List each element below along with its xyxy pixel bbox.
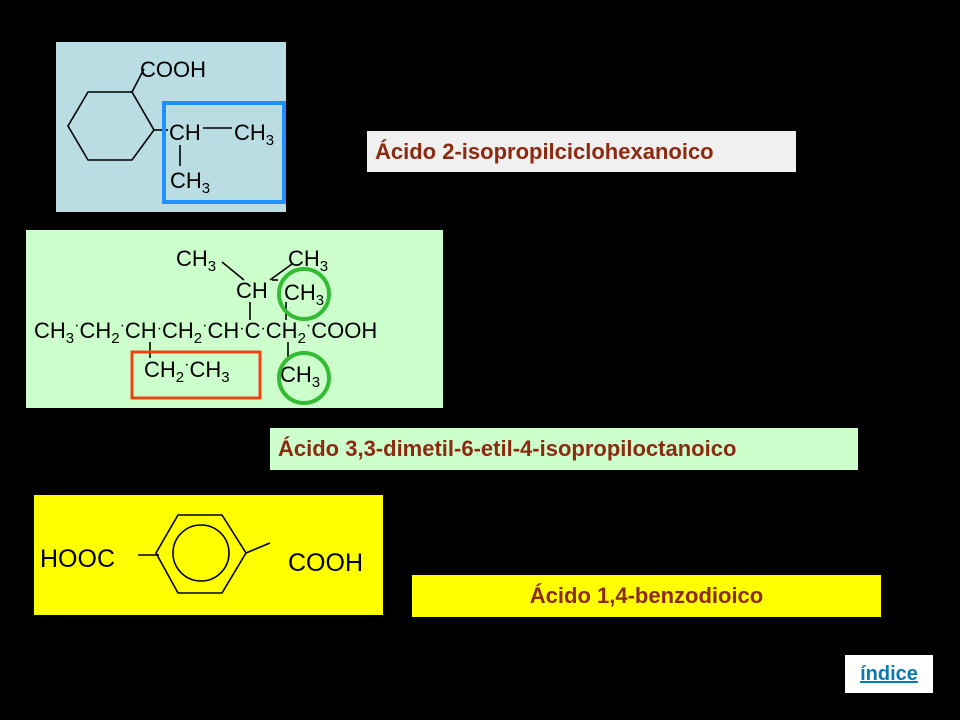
structure2-top-right-ch3: CH3 [288,246,328,275]
benzene-ring-icon [155,514,247,594]
bond-right [245,542,271,554]
methyl-highlight-circle-top [277,267,331,321]
structure2-top-left-ch3: CH3 [176,246,216,275]
bond-top-right [269,263,293,281]
structure1-drawing: COOH CH CH3 CH3 [56,42,286,212]
structure3-left-hooc: HOOC [40,545,115,573]
methyl-highlight-circle-bottom [277,351,331,405]
aromatic-circle-icon [172,524,230,582]
structure2-background [26,230,443,408]
structure3-panel: HOOC COOH [34,495,383,615]
structure2-panel: CH3 CH3 CH CH3 CH3·CH2·CH·CH2·CH·C·CH2·C… [26,230,443,408]
structure3-drawing: HOOC COOH [34,495,383,615]
bond-ring-cooh [131,68,145,93]
structure2-name: Ácido 3,3-dimetil-6-etil-4-isopropilocta… [270,428,858,470]
ethyl-highlight-box [130,350,262,400]
structure2-drawing: CH3 CH3 CH CH3 CH3·CH2·CH·CH2·CH·C·CH2·C… [26,230,443,408]
structure1-cooh: COOH [140,57,206,82]
structure1-name: Ácido 2-isopropilciclohexanoico [367,131,796,172]
structure2-main-chain: CH3·CH2·CH·CH2·CH·C·CH2·COOH [34,317,377,347]
bond-top-left [221,261,245,281]
index-link[interactable]: índice [845,655,933,693]
structure1-ch3-right: CH3 [234,120,274,149]
structure1-ch3-down: CH3 [170,168,210,197]
structure2-ethyl-branch: CH2·CH3 [144,356,230,386]
structure2-name-text: Ácido 3,3-dimetil-6-etil-4-isopropilocta… [278,436,737,461]
structure3-right-cooh: COOH [288,549,363,577]
structure3-name-text: Ácido 1,4-benzodioico [529,583,764,608]
structure2-bottom-ch3: CH3 [280,362,320,391]
isopropyl-highlight-box [162,101,286,204]
structure1-name-text: Ácido 2-isopropilciclohexanoico [375,138,714,164]
structure2-isopropyl-ch: CH [236,278,268,303]
structure1-ch: CH [169,120,201,145]
structure1-background [56,42,286,212]
structure2-mid-ch3: CH3 [284,280,324,309]
structure1-panel: COOH CH CH3 CH3 [56,42,286,212]
structure3-name: Ácido 1,4-benzodioico [412,575,881,617]
